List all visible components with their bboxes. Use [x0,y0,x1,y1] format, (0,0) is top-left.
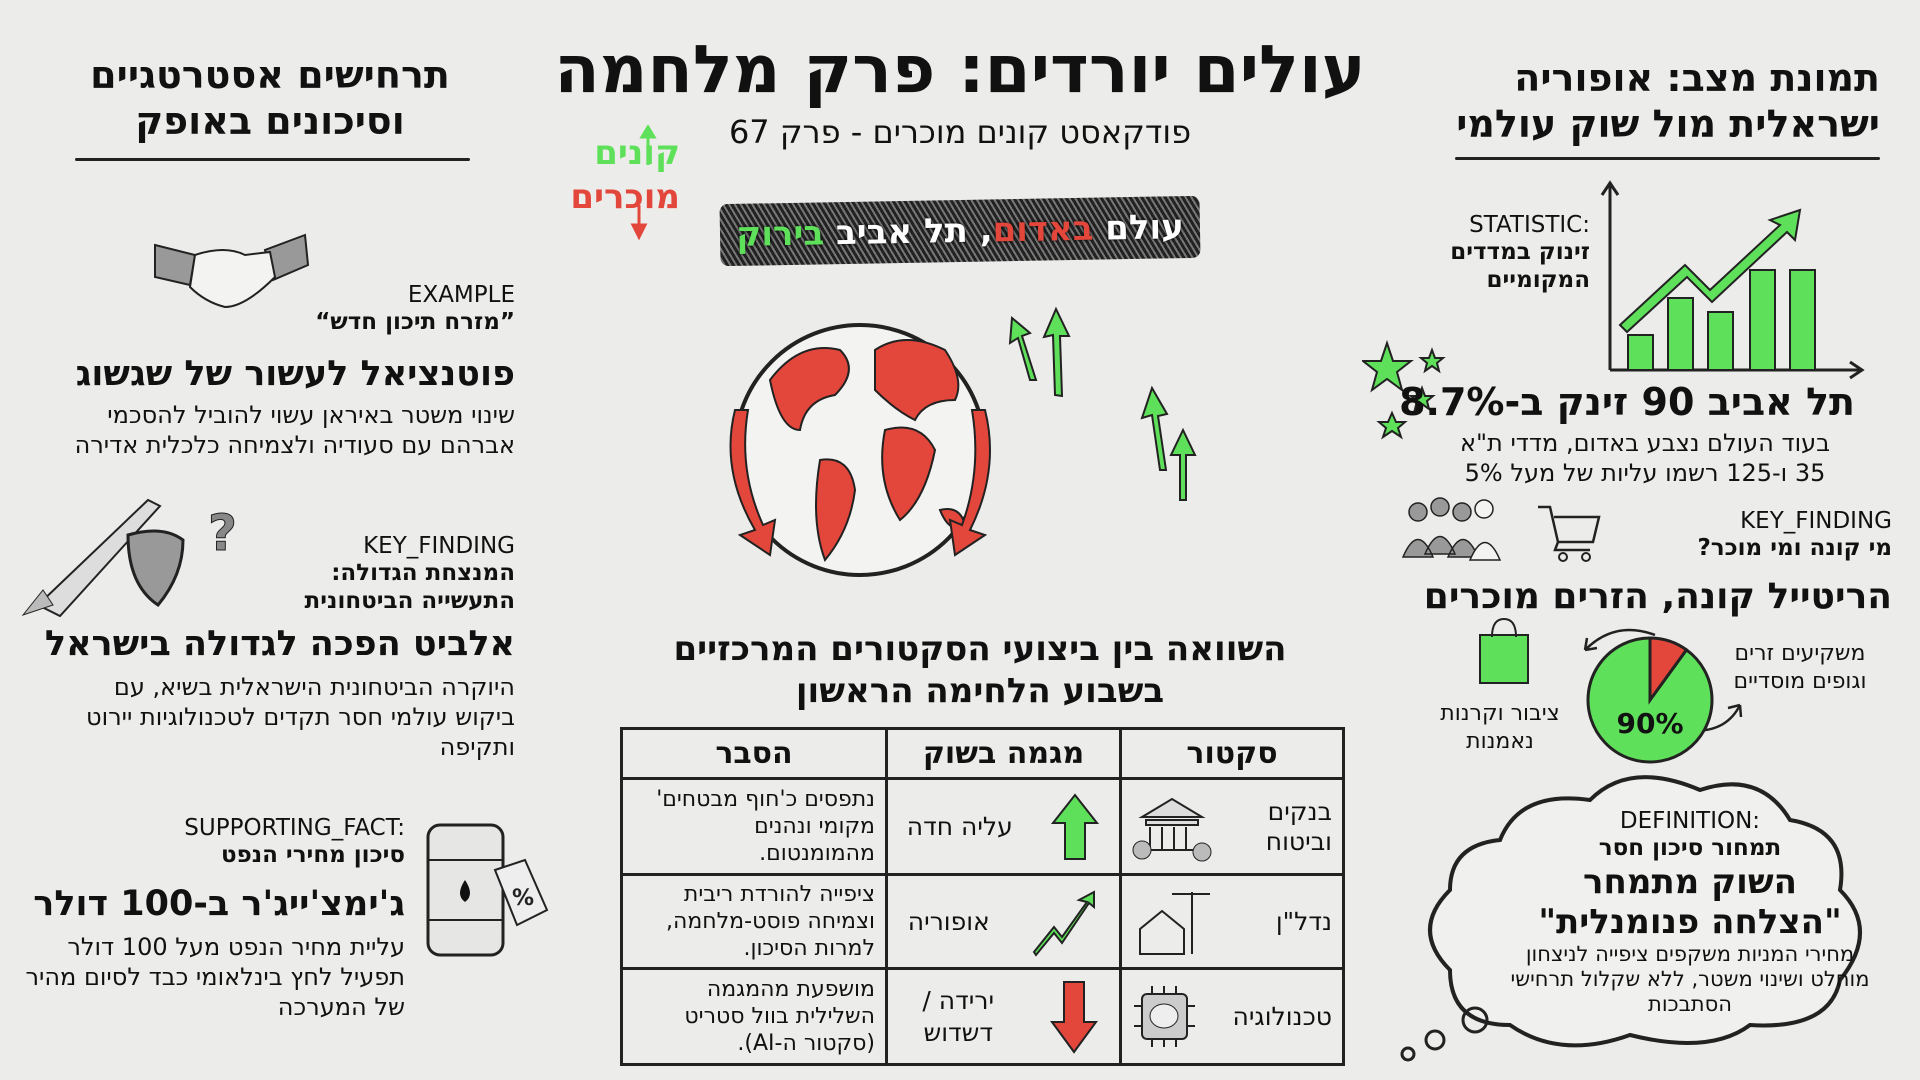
svg-text:?: ? [208,504,237,562]
trend-label: אופוריה [907,907,990,936]
shopping-bag-icon [1479,617,1529,684]
down-arrow-right-icon [948,409,991,557]
header-explanation: הסבר [620,727,888,780]
sector-name: בנקים וביטוח [1265,796,1332,856]
buyers-headline: הריטייל קונה, הזרים מוכרים [1423,576,1892,617]
supporting-fact-subtitle: סיכון מחירי הנפט [220,842,405,868]
banner-green: בירוק [735,213,825,255]
rising-bar-chart-icon [1600,180,1865,380]
stars-icon [1362,339,1446,440]
statistic-label: STATISTIC: [1469,212,1590,238]
down-arrow-left-icon [729,409,777,557]
crowd-cart-icon [1401,497,1601,562]
example-subtitle: ”מזרח תיכון חדש“ [315,309,515,335]
right-title-underline [1455,157,1880,160]
up-arrows-icon [1008,306,1197,501]
definition-label: DEFINITION: [1619,808,1761,834]
up-arrow-icon [1051,792,1100,860]
supporting-fact-body: עליית מחיר הנפט מעל 100 דולר תפעיל לחץ ב… [25,933,405,1021]
logo-sell: מוכרים [570,177,680,217]
buyers-label: KEY_FINDING [1740,508,1892,534]
keyfinding-subtitle: המנצחת הגדולה: התעשייה הביטחונית [304,560,515,614]
sector-name: טכנולוגיה [1232,1002,1333,1031]
banner-tlv: , תל אביב [823,210,993,254]
example-body: שינוי משטר באיראן עשוי להוביל להסכמי אבר… [74,401,515,459]
thought-cloud [1400,775,1862,1062]
supporting-fact-label: SUPPORTING_FACT: [184,815,405,841]
table-row: נדל"ן אופוריה ציפייה להורדת ריבית וצמיחה… [620,873,1345,970]
continent-shapes [768,339,967,562]
keyfinding-label: KEY_FINDING [363,533,515,559]
oil-barrel-icon: % [426,823,549,957]
statistic-body: בעוד העולם נצבע באדום, מדדי ת"א 35 ו-125… [1459,429,1831,487]
explanation-cell: מושפעת מהמגמה השלילית בוול סטריט (סקטור … [620,967,888,1066]
example-headline: פוטנציאל לעשור של שגשוג [75,354,515,394]
trend-label: עליה חדה [906,812,1013,841]
explanation-cell: ציפייה להורדת ריבית וצמיחה פוסט-מלחמה, ל… [620,873,888,970]
banner-world: עולם [1093,207,1185,249]
down-arrow-icon [1049,981,1098,1054]
headline-banner: עולם באדום, תל אביב בירוק [719,195,1201,267]
example-label: EXAMPLE [407,282,515,308]
up-down-arrows-icon [630,125,657,240]
definition-subtitle: תמחור סיכון חסר [1598,835,1782,861]
page-title: עולים יורדים: פרק מלחמה [554,31,1366,108]
buy-sell-logo: קונים מוכרים [545,125,680,240]
logo-buy: קונים [594,133,680,173]
definition-body: מחירי המניות משקפים ציפייה לניצחון מוחלט… [1510,942,1870,1016]
left-title-line2: וסיכונים באופק [135,99,405,143]
arrow-to-bag-icon [1583,628,1656,652]
pie-slice-1 [1648,636,1689,705]
keyfinding-body: היוקרה הביטחונית הישראלית בשיא, עם ביקוש… [86,673,515,761]
svg-text:%: % [512,886,534,911]
house-crane-icon [1139,892,1210,955]
handshake-icon [154,233,310,309]
right-title-line1: תמונת מצב: אופוריה [1514,56,1880,100]
header-trend: מגמה בשוק [885,727,1122,780]
page-subtitle: פודקאסט קונים מוכרים - פרק 67 [728,113,1192,151]
table-row: בנקים וביטוח עליה חדה נתפסים כ'חוף מבטחי… [620,777,1345,876]
table-title-line2: בשבוע הלחימה הראשון [795,671,1165,711]
ownership-pie-chart: 90% [1479,617,1743,764]
left-title-line1: תרחישים אסטרטגיים [90,53,450,97]
table-title-line1: השוואה בין ביצועי הסקטורים המרכזיים [673,629,1287,669]
foreign-investors-label: משקיעים זרים וגופים מוסדיים [1733,641,1867,694]
buyers-subtitle: מי קונה ומי מוכר? [1697,535,1892,561]
euphoria-chart-icon [1033,889,1096,957]
globe-illustration [729,306,1197,577]
table-header-row: סקטור מגמה בשוק הסבר [620,727,1345,780]
statistic-subtitle: זינוק במדדים המקומיים [1450,239,1590,293]
right-title-line2: ישראלית מול שוק עולמי [1456,102,1880,146]
keyfinding-headline: אלביט הפכה לגדולה בישראל [44,624,515,664]
banner-red: באדום [992,208,1094,251]
sector-table: סקטור מגמה בשוק הסבר בנקים וביטוח עליה ח… [620,727,1345,1066]
definition-headline-line2: "הצלחה פנומנלית" [1538,902,1842,942]
table-row: טכנולוגיה ירידה / דשדוש מושפעת מהמגמה הש… [620,967,1345,1066]
definition-content: DEFINITION: תמחור סיכון חסר השוק מתמחר "… [1480,808,1900,1017]
supporting-fact-headline: ג'ימצ'ייג'ר ב-100 דולר [33,884,405,924]
public-investors-label: ציבור וקרנות נאמנות [1440,701,1560,754]
bank-icon [1132,797,1212,861]
header-sector: סקטור [1119,727,1345,780]
trend-label: ירידה / דשדוש [922,985,995,1047]
sector-name: נדל"ן [1275,907,1332,936]
ai-chip-icon [1134,986,1195,1047]
definition-headline-line1: השוק מתמחר [1583,862,1797,902]
left-title-underline [75,158,470,161]
pie-percent-label: 90% [1616,707,1683,740]
rocket-shield-icon: ? [21,498,238,618]
statistic-headline: תל אביב 90 זינק ב-8.7% [1399,380,1855,424]
explanation-cell: נתפסים כ'חוף מבטחים' מקומי ונהנים מהמומנ… [620,777,888,876]
